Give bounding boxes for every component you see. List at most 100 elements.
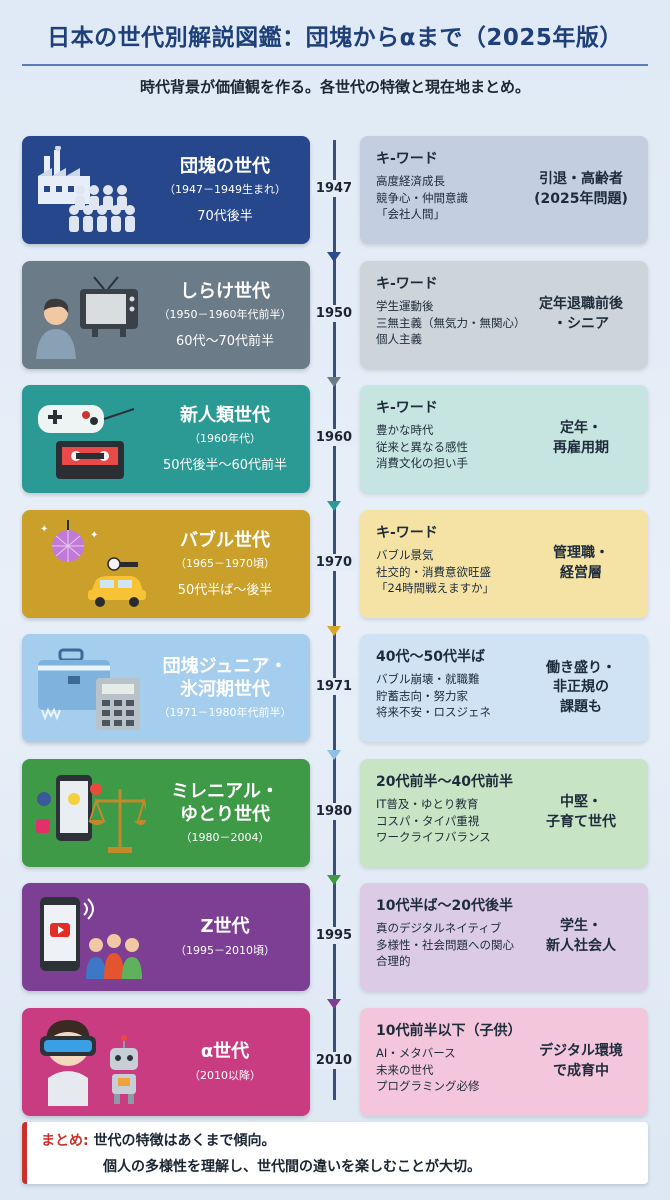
keyword-item: 「24時間戦えますか」 xyxy=(376,581,495,596)
current-status: 管理職・ 経営層 xyxy=(553,545,609,581)
generation-name: 団塊ジュニア・ xyxy=(162,656,288,677)
generation-current-age: 50代後半～60代前半 xyxy=(162,458,288,474)
keyword-card: キ-ワード豊かな時代従来と異なる感性消費文化の担い手定年・ 再雇用期 xyxy=(360,385,648,493)
briefcase-calculator-icon xyxy=(34,644,146,732)
timeline-arrow xyxy=(327,252,341,262)
generation-card: Z世代 （1995－2010頃） xyxy=(22,883,310,991)
timeline-year-label: 1980 xyxy=(312,803,356,820)
generation-name-line-2: ゆとり世代 xyxy=(180,803,270,825)
keyword-card: キ-ワードバブル景気社交的・消費意欲旺盛「24時間戦えますか」 管理職・ 経営層 xyxy=(360,510,648,618)
summary-line-1: 世代の特徴はあくまで傾向。 xyxy=(93,1133,276,1149)
generation-name: 新人類世代 xyxy=(180,404,270,426)
generation-current-age: 50代半ば～後半 xyxy=(177,583,273,599)
factory-crowd-icon xyxy=(34,146,146,234)
keyword-item: 消費文化の担い手 xyxy=(376,456,468,471)
generation-name: Z世代 xyxy=(200,916,250,938)
generation-birth-years: （2010以降） xyxy=(189,1068,261,1082)
generation-info: ミレニアル・ゆとり世代（1980－2004） xyxy=(144,759,306,867)
generation-current-age: 70代後半 xyxy=(197,209,253,225)
keyword-block: 10代前半以下（子供）AI・メタバース未来の世代プログラミング必修 xyxy=(376,1020,546,1095)
generation-card: 団塊の世代 （1947－1949生まれ） 70代後半 xyxy=(22,136,310,244)
generation-birth-years: （1971－1980年代前半） xyxy=(158,706,292,719)
generation-card: ミレニアル・ゆとり世代（1980－2004） xyxy=(22,759,310,867)
summary-box: まとめ: 世代の特徴はあくまで傾向。 個人の多様性を理解し、世代間の違いを楽しむ… xyxy=(22,1122,648,1184)
keyword-item: ワークライフバランス xyxy=(376,830,491,845)
keyword-heading: キ-ワード xyxy=(376,525,438,541)
current-status: 中堅・ 子育て世代 xyxy=(546,794,616,830)
current-status: 定年・ 再雇用期 xyxy=(553,420,609,456)
timeline-arrow xyxy=(327,626,341,636)
generation-name: バブル世代 xyxy=(180,529,270,551)
keyword-item: 将来不安・ロスジェネ xyxy=(376,705,491,720)
timeline-year-label: 1960 xyxy=(312,429,356,446)
keyword-heading: キ-ワード xyxy=(376,400,438,416)
generation-name: しらけ世代 xyxy=(180,280,270,302)
tv-person-icon xyxy=(34,271,146,359)
timeline-year-label: 1995 xyxy=(312,927,356,944)
generation-birth-years: （1960年代） xyxy=(189,432,261,446)
keyword-card: 40代～50代半ばバブル崩壊・就職難貯蓄志向・努力家将来不安・ロスジェネ働き盛り… xyxy=(360,634,648,742)
keyword-heading: キ-ワード xyxy=(376,151,438,167)
current-status: 働き盛り・ 非正規の 課題も xyxy=(546,659,616,715)
generation-name-line-2: 氷河期世代 xyxy=(180,678,270,700)
keyword-block: キ-ワード学生運動後三無主義（無気力・無関心）個人主義 xyxy=(376,273,546,348)
current-status: 引退・高齢者 (2025年問題) xyxy=(534,171,628,207)
current-status: 学生・ 新人社会人 xyxy=(546,918,616,954)
timeline-arrow xyxy=(327,999,341,1009)
timeline-arrow xyxy=(327,377,341,387)
keyword-item: 従来と異なる感性 xyxy=(376,439,468,454)
generation-card: 新人類世代 （1960年代） 50代後半～60代前半 xyxy=(22,385,310,493)
keyword-heading: 10代前半以下（子供） xyxy=(376,1023,522,1039)
generation-row: 新人類世代 （1960年代） 50代後半～60代前半 1960 キ-ワード豊かな時代従来… xyxy=(0,385,670,511)
generation-card: ✦✦ バブル世代（1965－1970頃）50代半ば～後半 xyxy=(22,510,310,618)
generation-info: 新人類世代 （1960年代） 50代後半～60代前半 xyxy=(144,385,306,493)
current-status: 定年退職前後 ・シニア xyxy=(539,296,623,332)
keyword-item: 社交的・消費意欲旺盛 xyxy=(376,564,491,579)
keyword-item: 真のデジタルネイティブ xyxy=(376,921,502,935)
keyword-item: 競争心・仲間意識 xyxy=(376,190,468,205)
keyword-item: 合理的 xyxy=(376,954,411,969)
generation-name: 団塊の世代 xyxy=(180,155,270,177)
summary-line-2: 個人の多様性を理解し、世代間の違いを楽しむことが大切。 xyxy=(103,1159,481,1175)
phone-group-icon xyxy=(34,893,146,981)
keyword-heading: キ-ワード xyxy=(376,276,438,292)
generation-birth-years: （1947－1949生まれ） xyxy=(164,183,286,197)
keyword-item: IT普及・ゆとり教育 xyxy=(376,797,479,811)
current-status: デジタル環境 で成育中 xyxy=(539,1043,623,1079)
generation-card: 団塊ジュニア・氷河期世代 （1971－1980年代前半） xyxy=(22,634,310,742)
generation-birth-years: （1980－2004） xyxy=(180,831,270,844)
generation-info: しらけ世代（1950－1960年代前半）60代～70代前半 xyxy=(144,261,306,369)
keyword-card: キ-ワード高度経済成長競争心・仲間意識「会社人間」引退・高齢者 (2025年問題… xyxy=(360,136,648,244)
keyword-item: 三無主義（無気力・無関心） xyxy=(376,315,526,330)
keyword-item: バブル景気 xyxy=(376,548,434,562)
gamepad-cassette-icon xyxy=(34,395,146,483)
keyword-item: バブル崩壊・就職難 xyxy=(376,672,480,686)
keyword-block: キ-ワード豊かな時代従来と異なる感性消費文化の担い手 xyxy=(376,397,546,472)
generation-info: Z世代 （1995－2010頃） xyxy=(144,883,306,991)
generation-card: α世代 （2010以降） xyxy=(22,1008,310,1116)
keyword-heading: 10代半ば～20代後半 xyxy=(376,898,513,914)
svg-text:✦: ✦ xyxy=(90,530,98,541)
keyword-item: 「会社人間」 xyxy=(376,207,445,222)
keyword-card: 10代前半以下（子供）AI・メタバース未来の世代プログラミング必修デジタル環境 … xyxy=(360,1008,648,1116)
generation-card: しらけ世代（1950－1960年代前半）60代～70代前半 xyxy=(22,261,310,369)
keyword-item: 豊かな時代 xyxy=(376,423,434,437)
generation-birth-years: （1965－1970頃） xyxy=(175,557,275,571)
timeline-arrow xyxy=(327,875,341,885)
generation-birth-years: （1995－2010頃） xyxy=(175,943,275,957)
page-subtitle: 時代背景が価値観を作る。各世代の特徴と現在地まとめ。 xyxy=(139,78,530,96)
generation-row: Z世代 （1995－2010頃） 1995 10代半ば～20代後半真のデジタルネイティ… xyxy=(0,883,670,1009)
keyword-item: AI・メタバース xyxy=(376,1046,456,1060)
timeline-year-label: 1947 xyxy=(312,180,356,197)
generation-name: α世代 xyxy=(200,1041,250,1063)
keyword-item: 個人主義 xyxy=(376,332,422,347)
keyword-heading: 40代～50代半ば xyxy=(376,649,485,665)
generation-birth-years: （1950－1960年代前半） xyxy=(158,308,292,322)
